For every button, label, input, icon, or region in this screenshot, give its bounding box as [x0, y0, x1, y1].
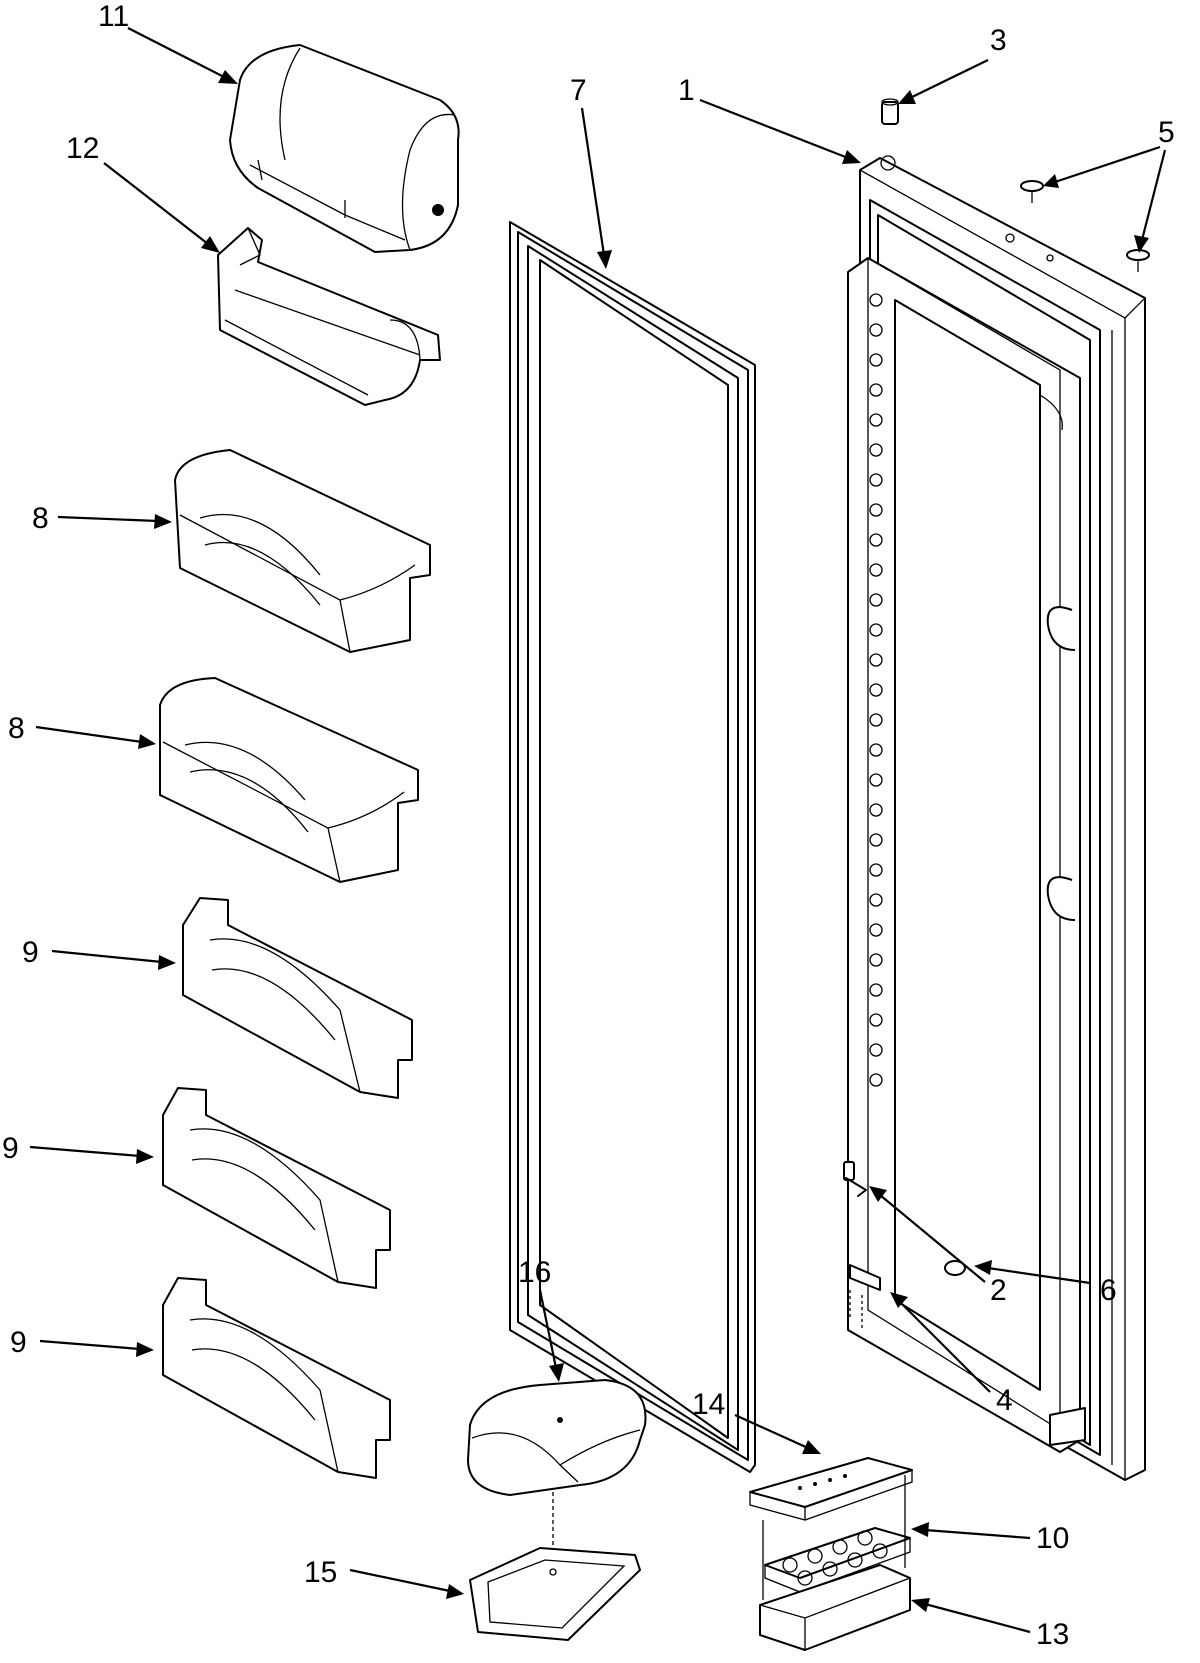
- leader-7: [580, 107, 612, 269]
- leader-1: [699, 98, 861, 164]
- callout-6: 6: [1100, 1274, 1117, 1307]
- callout-16: 16: [518, 1256, 551, 1289]
- part-5-plug-a: [1020, 180, 1044, 203]
- part-16-cover: [467, 1379, 647, 1565]
- part-15-tray: [469, 1547, 641, 1641]
- callout-2: 2: [990, 1274, 1007, 1307]
- callout-4: 4: [996, 1384, 1013, 1417]
- callout-15: 15: [304, 1556, 337, 1589]
- leader-9-2: [29, 1145, 154, 1164]
- part-7-gasket: [509, 221, 756, 1473]
- callout-10: 10: [1036, 1522, 1069, 1555]
- leader-8-upper: [57, 514, 172, 529]
- callout-13: 13: [1036, 1618, 1069, 1651]
- callout-8-lower: 8: [8, 712, 25, 745]
- leader-6: [974, 1260, 1091, 1285]
- callout-14: 14: [692, 1388, 725, 1421]
- part-3-cap: [881, 98, 899, 125]
- part-14-lid: [749, 1457, 913, 1521]
- leader-8-lower: [35, 725, 156, 749]
- part-4-bracket: [849, 1264, 881, 1330]
- leader-16: [538, 1289, 564, 1382]
- callout-9-2: 9: [2, 1132, 19, 1165]
- callout-7: 7: [570, 74, 587, 107]
- leader-9-3: [39, 1339, 154, 1357]
- leader-2: [869, 1186, 986, 1283]
- callout-5: 5: [1158, 116, 1175, 149]
- callout-12: 12: [66, 132, 99, 165]
- part-8-bin-lower: [159, 677, 419, 883]
- part-9-bin-3: [162, 1277, 391, 1479]
- callout-8-upper: 8: [32, 502, 49, 535]
- leader-9-1: [51, 949, 176, 970]
- part-9-bin-1: [182, 897, 413, 1099]
- part-11-housing: [229, 44, 460, 253]
- callout-11: 11: [98, 0, 129, 33]
- part-1-door: [847, 155, 1146, 1481]
- leader-3: [898, 59, 989, 104]
- part-9-bin-2: [162, 1087, 391, 1289]
- callout-9-3: 9: [10, 1326, 27, 1359]
- leader-15: [349, 1568, 464, 1599]
- leader-10: [911, 1522, 1031, 1540]
- part-13-bin: [759, 1475, 911, 1651]
- part-5-plug-b: [1126, 249, 1150, 272]
- callout-1: 1: [678, 74, 695, 107]
- leader-4: [890, 1292, 991, 1393]
- leader-13: [911, 1598, 1031, 1634]
- leader-11: [127, 27, 238, 84]
- part-2-hinge-pin: [843, 1161, 867, 1212]
- part-12-small-shelf: [217, 227, 441, 406]
- part-6-bushing: [944, 1260, 966, 1276]
- part-1-shelf-dimples: [869, 293, 883, 1087]
- callout-3: 3: [990, 24, 1007, 57]
- leader-14: [734, 1413, 821, 1454]
- callout-9-1: 9: [22, 936, 39, 969]
- part-8-bin-upper: [174, 449, 431, 653]
- leader-5b: [1134, 149, 1167, 253]
- leader-5a: [1043, 145, 1161, 188]
- leader-12: [103, 162, 220, 253]
